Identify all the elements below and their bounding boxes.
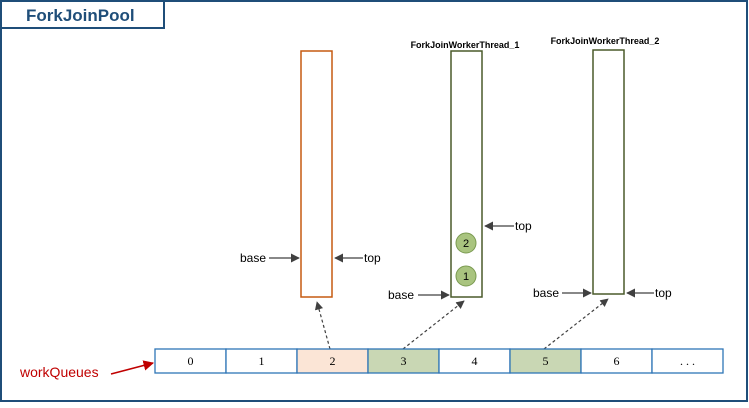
work-queue-cell [367, 348, 440, 374]
work-queue-cell [225, 348, 298, 374]
work-queue-cell-label: 5 [543, 354, 549, 368]
link-arrow [402, 300, 465, 350]
link-arrow [543, 298, 609, 350]
base-label: base [388, 288, 414, 302]
task-label: 1 [463, 271, 469, 283]
work-queues-label: workQueues [19, 364, 99, 380]
task-circle [455, 232, 477, 254]
pool-title: ForkJoinPool [26, 6, 135, 25]
task-node: 1 [455, 265, 477, 287]
work-queue-cell-label: 1 [259, 354, 265, 368]
work-queue-cell [651, 348, 724, 374]
top-label: top [364, 251, 381, 265]
base-label: base [533, 286, 559, 300]
pool-title-box [0, 0, 165, 29]
work-queues-arrow [110, 360, 155, 375]
work-queue-cell-label: 4 [472, 354, 478, 368]
link-arrow [314, 301, 331, 350]
task-circle [455, 265, 477, 287]
work-queue-cell-label: 2 [330, 354, 336, 368]
queue-column-0 [300, 50, 333, 298]
work-queue-cell [154, 348, 227, 374]
task-node: 2 [455, 232, 477, 254]
thread-label-2: ForkJoinWorkerThread_2 [551, 36, 660, 46]
top-label: top [655, 286, 672, 300]
work-queues-array: 0 1 2 3 4 5 6 . . . [154, 348, 724, 374]
work-queue-cell [509, 348, 582, 374]
base-label: base [240, 251, 266, 265]
thread-label-1: ForkJoinWorkerThread_1 [411, 40, 520, 50]
top-label: top [515, 219, 532, 233]
work-queue-cell-label: . . . [680, 354, 695, 368]
work-queue-cell-label: 6 [614, 354, 620, 368]
work-queue-cell-label: 0 [188, 354, 194, 368]
task-label: 2 [463, 238, 469, 250]
queue-column-2 [592, 49, 625, 295]
work-queue-cell [438, 348, 511, 374]
work-queue-cell [296, 348, 369, 374]
queue-column-1 [450, 50, 483, 298]
work-queue-cell-label: 3 [401, 354, 407, 368]
